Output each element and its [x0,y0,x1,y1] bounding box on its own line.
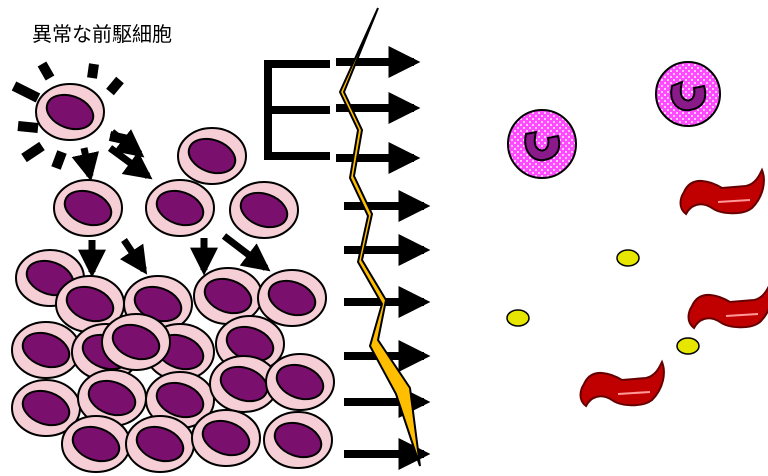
red-blood-cell-icon [681,170,764,214]
platelet-icon [507,310,529,326]
neutrophil-icon [508,110,576,178]
red-blood-cell-icon [581,362,664,406]
lightning-bolt-icon [340,8,420,466]
platelet-icon [617,250,639,266]
neutrophil-icon [656,62,720,126]
blast-cells [12,128,334,472]
platelet-icon [677,338,699,354]
red-blood-cell-icon [689,284,768,328]
bracket-shape [264,60,330,160]
